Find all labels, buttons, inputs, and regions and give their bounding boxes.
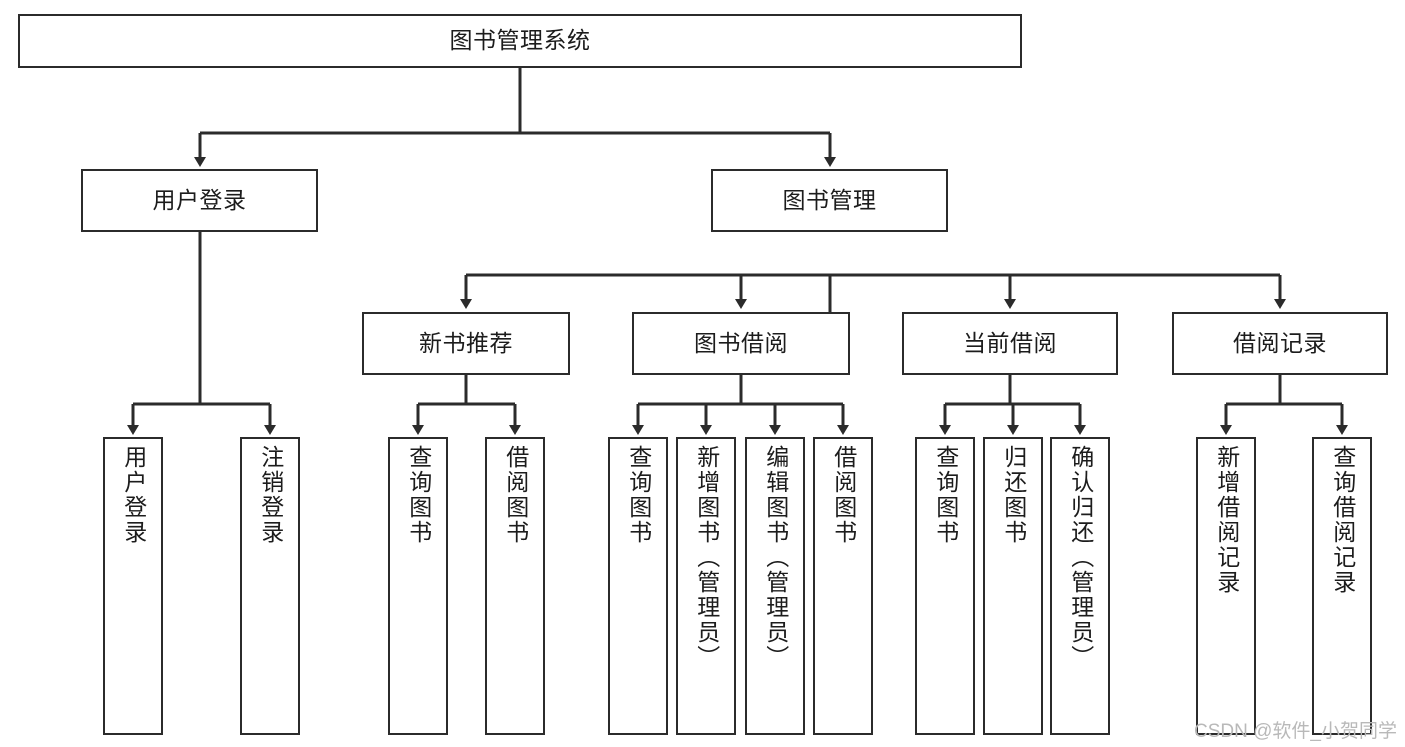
node-leaf-user-login-label: 用户登录 [120, 445, 147, 545]
node-leaf-edit-book-admin-label: 编辑图书（管理员） [762, 445, 789, 670]
watermark: CSDN @软件_小贺同学 [1194, 721, 1397, 742]
node-new-book-recommend[interactable]: 新书推荐 [362, 312, 570, 375]
node-leaf-query-books-2-label: 查询图书 [625, 445, 652, 545]
node-borrow-records[interactable]: 借阅记录 [1172, 312, 1388, 375]
node-leaf-query-books-3[interactable]: 查询图书 [915, 437, 975, 735]
node-leaf-edit-book-admin[interactable]: 编辑图书（管理员） [745, 437, 805, 735]
node-leaf-logout-label: 注销登录 [257, 445, 284, 545]
node-leaf-add-book-admin-label: 新增图书（管理员） [693, 445, 720, 670]
node-leaf-add-borrow-record[interactable]: 新增借阅记录 [1196, 437, 1256, 735]
node-borrow-records-label: 借阅记录 [1233, 329, 1327, 356]
node-book-borrow[interactable]: 图书借阅 [632, 312, 850, 375]
node-current-borrow-label: 当前借阅 [963, 329, 1057, 356]
node-leaf-borrow-books-2[interactable]: 借阅图书 [813, 437, 873, 735]
node-leaf-query-books-2[interactable]: 查询图书 [608, 437, 668, 735]
node-current-borrow[interactable]: 当前借阅 [902, 312, 1118, 375]
node-new-book-recommend-label: 新书推荐 [419, 329, 513, 356]
node-root[interactable]: 图书管理系统 [18, 14, 1022, 68]
node-user-login-label: 用户登录 [152, 186, 247, 213]
node-leaf-return-books[interactable]: 归还图书 [983, 437, 1043, 735]
node-leaf-confirm-return-admin[interactable]: 确认归还（管理员） [1050, 437, 1110, 735]
node-root-label: 图书管理系统 [449, 27, 591, 54]
node-book-borrow-label: 图书借阅 [694, 329, 788, 356]
node-leaf-confirm-return-admin-label: 确认归还（管理员） [1067, 445, 1094, 670]
node-leaf-borrow-books-2-label: 借阅图书 [830, 445, 857, 545]
node-leaf-query-books-1[interactable]: 查询图书 [388, 437, 448, 735]
node-leaf-query-borrow-record-label: 查询借阅记录 [1329, 445, 1356, 595]
node-leaf-query-borrow-record[interactable]: 查询借阅记录 [1312, 437, 1372, 735]
node-leaf-query-books-3-label: 查询图书 [932, 445, 959, 545]
node-book-management-label: 图书管理 [782, 186, 877, 213]
node-leaf-add-book-admin[interactable]: 新增图书（管理员） [676, 437, 736, 735]
node-leaf-user-login[interactable]: 用户登录 [103, 437, 163, 735]
node-book-management[interactable]: 图书管理 [711, 169, 948, 232]
node-leaf-borrow-books-1[interactable]: 借阅图书 [485, 437, 545, 735]
node-leaf-return-books-label: 归还图书 [1000, 445, 1027, 545]
node-leaf-logout[interactable]: 注销登录 [240, 437, 300, 735]
node-leaf-add-borrow-record-label: 新增借阅记录 [1213, 445, 1240, 595]
node-leaf-borrow-books-1-label: 借阅图书 [502, 445, 529, 545]
node-user-login[interactable]: 用户登录 [81, 169, 318, 232]
node-leaf-query-books-1-label: 查询图书 [405, 445, 432, 545]
